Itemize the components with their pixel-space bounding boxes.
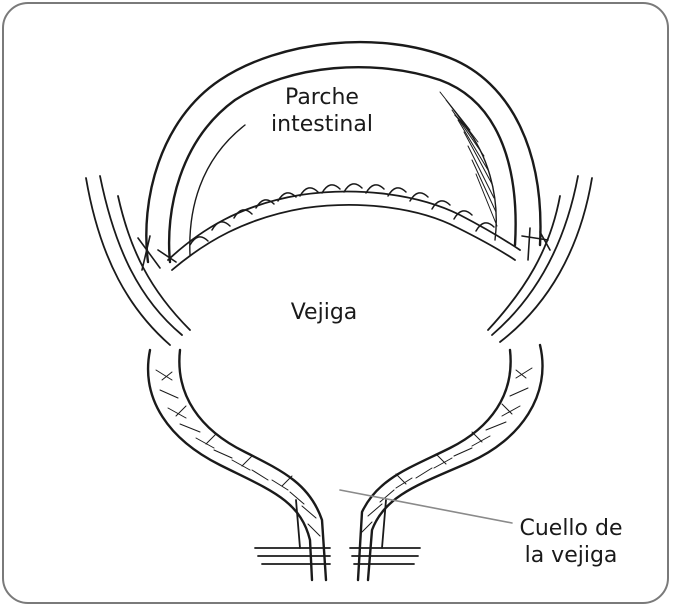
suture-line bbox=[168, 192, 520, 270]
bladder-neck-label: Cuello de la vejiga bbox=[506, 515, 636, 569]
intestinal-patch-label: Parche intestinal bbox=[262, 84, 382, 138]
intestinal-patch-label-line1: Parche bbox=[262, 84, 382, 111]
bladder-neck-label-line2: la vejiga bbox=[506, 542, 636, 569]
suture-loops bbox=[190, 184, 494, 245]
bladder-wall bbox=[148, 345, 542, 580]
intestinal-patch-label-line2: intestinal bbox=[262, 111, 382, 138]
bladder-neck-label-line1: Cuello de bbox=[506, 515, 636, 542]
patch-hatching bbox=[440, 92, 497, 226]
bladder-label: Vejiga bbox=[274, 299, 374, 326]
bladder-wall-texture bbox=[156, 368, 532, 536]
pelvic-floor bbox=[255, 500, 420, 564]
